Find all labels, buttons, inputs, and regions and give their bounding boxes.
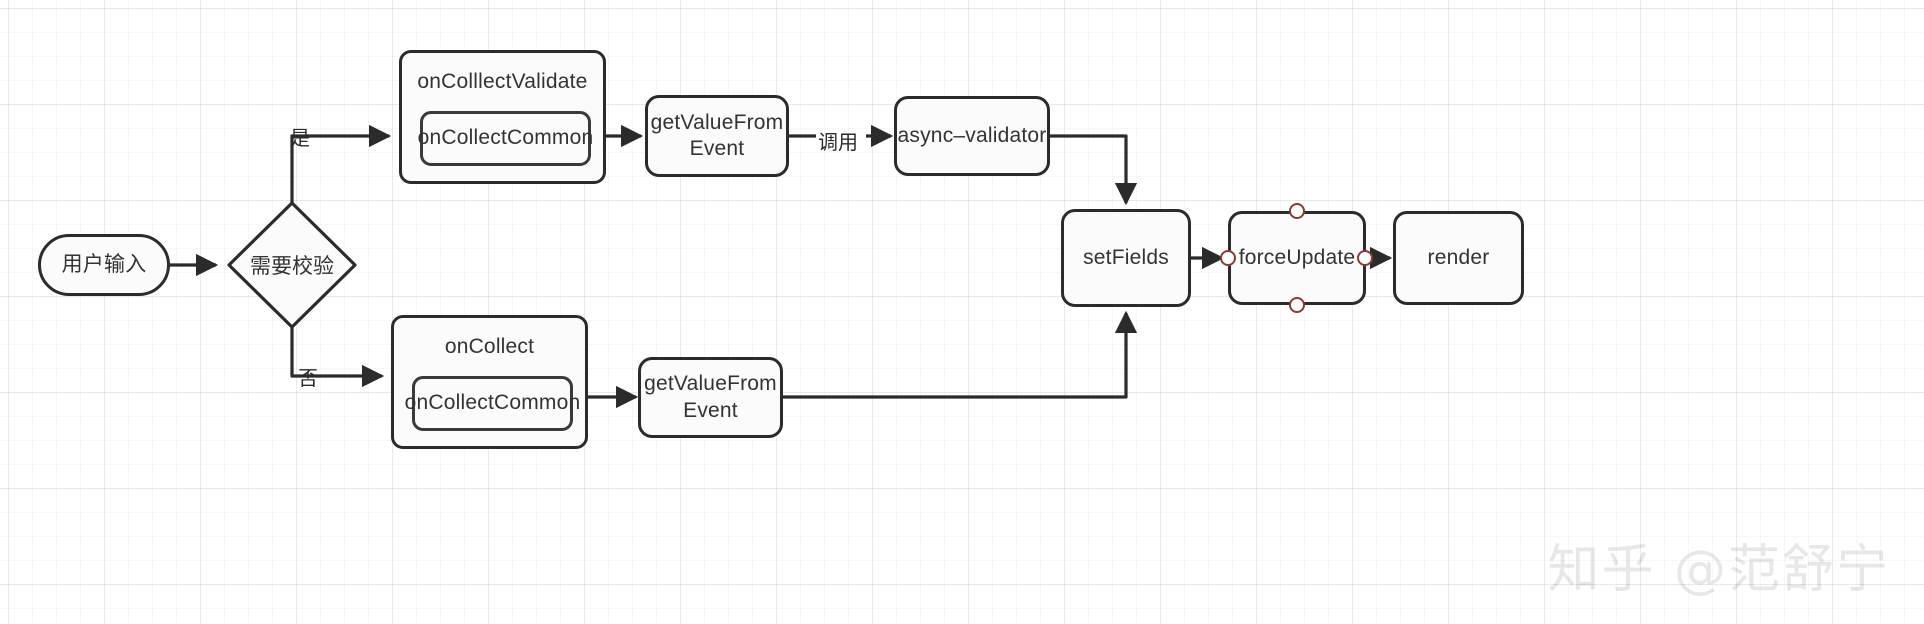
node-on-collect-common-top-label: onCollectCommon (417, 126, 594, 150)
node-get-value-from-event-top-line1: getValueFrom (650, 110, 784, 134)
selection-handle-left[interactable] (1220, 250, 1236, 266)
node-force-update-label: forceUpdate (1238, 245, 1356, 269)
node-set-fields-label: setFields (1083, 245, 1169, 269)
node-get-value-from-event-bottom[interactable]: getValueFrom Event (638, 357, 783, 438)
node-render-label: render (1427, 245, 1490, 269)
selection-handle-right[interactable] (1357, 250, 1373, 266)
node-get-value-from-event-top-line2: Event (689, 137, 745, 160)
edge-label-call: 调用 (818, 132, 858, 154)
node-force-update[interactable]: forceUpdate (1228, 211, 1366, 305)
node-user-input[interactable]: 用户输入 (38, 234, 170, 296)
edge-asyncvalidator-to-setfields (1050, 134, 1138, 206)
node-set-fields[interactable]: setFields (1061, 209, 1191, 307)
node-get-value-from-event-bottom-line2: Event (683, 398, 738, 422)
selection-handle-top[interactable] (1289, 203, 1305, 219)
node-need-validate[interactable]: 需要校验 (229, 203, 355, 327)
edge-getvalue-bottom-to-setfields (783, 310, 1138, 399)
edge-label-yes: 是 (290, 128, 310, 150)
node-user-input-label: 用户输入 (61, 252, 147, 276)
node-on-colllect-validate-title: onColllectValidate (417, 70, 588, 93)
watermark-text: 知乎 @范舒宁 (1547, 540, 1890, 600)
node-async-validator[interactable]: async–validator (894, 96, 1050, 176)
node-on-collect-title: onCollect (444, 335, 535, 358)
node-on-collect-common-bottom[interactable]: onCollectCommon (405, 376, 580, 431)
node-on-collect-common-bottom-label: onCollectCommon (404, 391, 581, 415)
node-on-collect[interactable]: onCollect onCollectCommon (391, 315, 588, 449)
node-render[interactable]: render (1393, 211, 1524, 305)
node-on-colllect-validate[interactable]: onColllectValidate onCollectCommon (399, 50, 606, 184)
node-on-collect-common-top[interactable]: onCollectCommon (417, 111, 594, 166)
node-get-value-from-event-bottom-line1: getValueFrom (644, 372, 777, 396)
node-need-validate-label: 需要校验 (250, 255, 334, 278)
node-async-validator-label: async–validator (897, 123, 1047, 147)
selection-handle-bottom[interactable] (1289, 297, 1305, 313)
edge-label-no: 否 (298, 368, 318, 390)
node-get-value-from-event-top[interactable]: getValueFrom Event (645, 95, 789, 177)
